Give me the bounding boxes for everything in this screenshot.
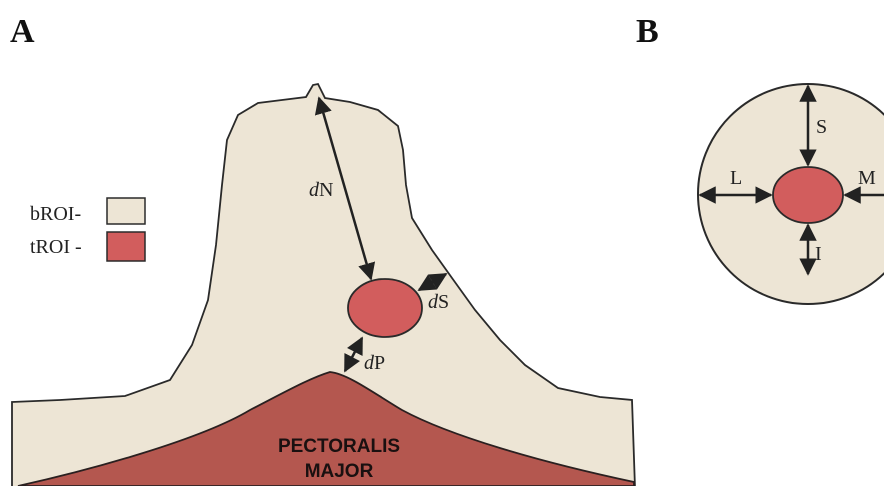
legend-troi-label: tROI - — [30, 236, 82, 258]
legend-broi-label: bROI- — [30, 203, 81, 225]
inferior-label: I — [815, 243, 822, 265]
ds-label: dS — [428, 291, 449, 313]
superior-label: S — [816, 116, 827, 138]
panel-b-label: B — [636, 13, 659, 50]
dn-label: dN — [309, 179, 333, 201]
panel-a-label: A — [10, 13, 35, 50]
medial-label: M — [858, 167, 876, 189]
tumor-circle-shape — [773, 167, 843, 223]
muscle-label-line2: MAJOR — [305, 461, 374, 482]
legend-broi-swatch — [107, 198, 145, 224]
dp-label: dP — [364, 352, 385, 374]
lateral-label: L — [730, 167, 742, 189]
muscle-label-line1: PECTORALIS — [278, 436, 400, 457]
legend-troi-swatch — [107, 232, 145, 261]
tumor-roi-shape — [348, 279, 422, 337]
